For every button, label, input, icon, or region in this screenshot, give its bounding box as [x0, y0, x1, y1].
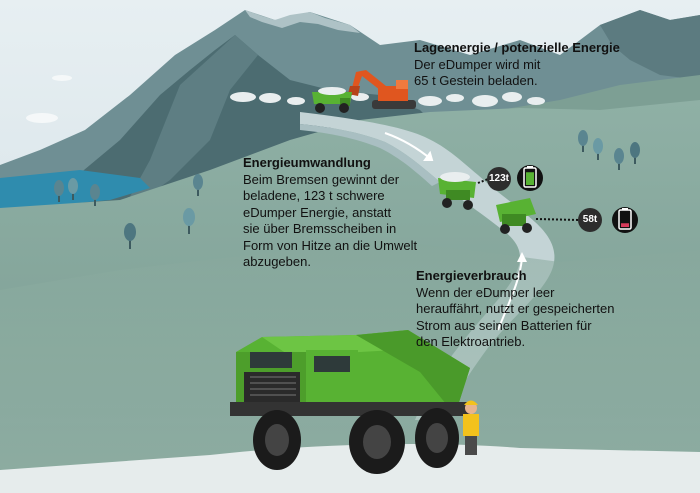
edumper-truck-icon [496, 198, 536, 234]
conversion-title: Energieumwandlung [243, 155, 371, 170]
tree-icon [193, 174, 203, 196]
weight-label-empty: 58t [582, 214, 598, 225]
battery-full-icon [517, 165, 543, 191]
loading-title: Lageenergie / potenzielle Energie [414, 40, 620, 55]
stone-piles [230, 92, 545, 107]
weight-icon [487, 167, 511, 191]
tree-icon [68, 178, 78, 200]
connector-line [477, 178, 489, 184]
snow-caps [245, 10, 360, 33]
connector-line [535, 218, 580, 221]
tree-icon [124, 223, 136, 249]
weight-label-loaded: 123t [488, 173, 509, 184]
consumption-title: Energieverbrauch [416, 268, 527, 283]
loading-text: Der eDumper wird mit 65 t Gestein belade… [414, 56, 541, 89]
mountain-ridge-right [600, 10, 700, 80]
tree-icon [54, 180, 64, 202]
arrow-icon [497, 252, 527, 331]
excavator-icon [348, 70, 416, 109]
conversion-section: Energieumwandlung Beim Bremsen gewinnt d… [243, 155, 417, 271]
weight-icon [578, 208, 602, 232]
conversion-text: Beim Bremsen gewinnt der beladene, 123 t… [243, 171, 418, 270]
worker-icon [463, 400, 479, 455]
edumper-truck-icon [230, 330, 470, 474]
mountain-shade [120, 35, 258, 215]
consumption-section: Energieverbrauch Wenn der eDumper leer h… [416, 268, 615, 351]
edumper-truck-icon [438, 172, 476, 210]
tree-icon [90, 184, 100, 206]
edumper-truck-icon [312, 87, 352, 113]
tree-icon [578, 130, 588, 152]
arrow-icon [384, 132, 434, 161]
tree-icon [630, 142, 640, 164]
loading-section: Lageenergie / potenzielle Energie Der eD… [414, 40, 620, 90]
ground-plate [0, 444, 700, 493]
consumption-text: Wenn der eDumper leer herauffährt, nutzt… [416, 284, 615, 350]
road-shade [300, 124, 440, 186]
tree-icon [183, 208, 195, 234]
tree-icon [593, 138, 603, 160]
trees [54, 130, 640, 249]
tree-icon [614, 148, 624, 170]
battery-low-icon [612, 207, 638, 233]
